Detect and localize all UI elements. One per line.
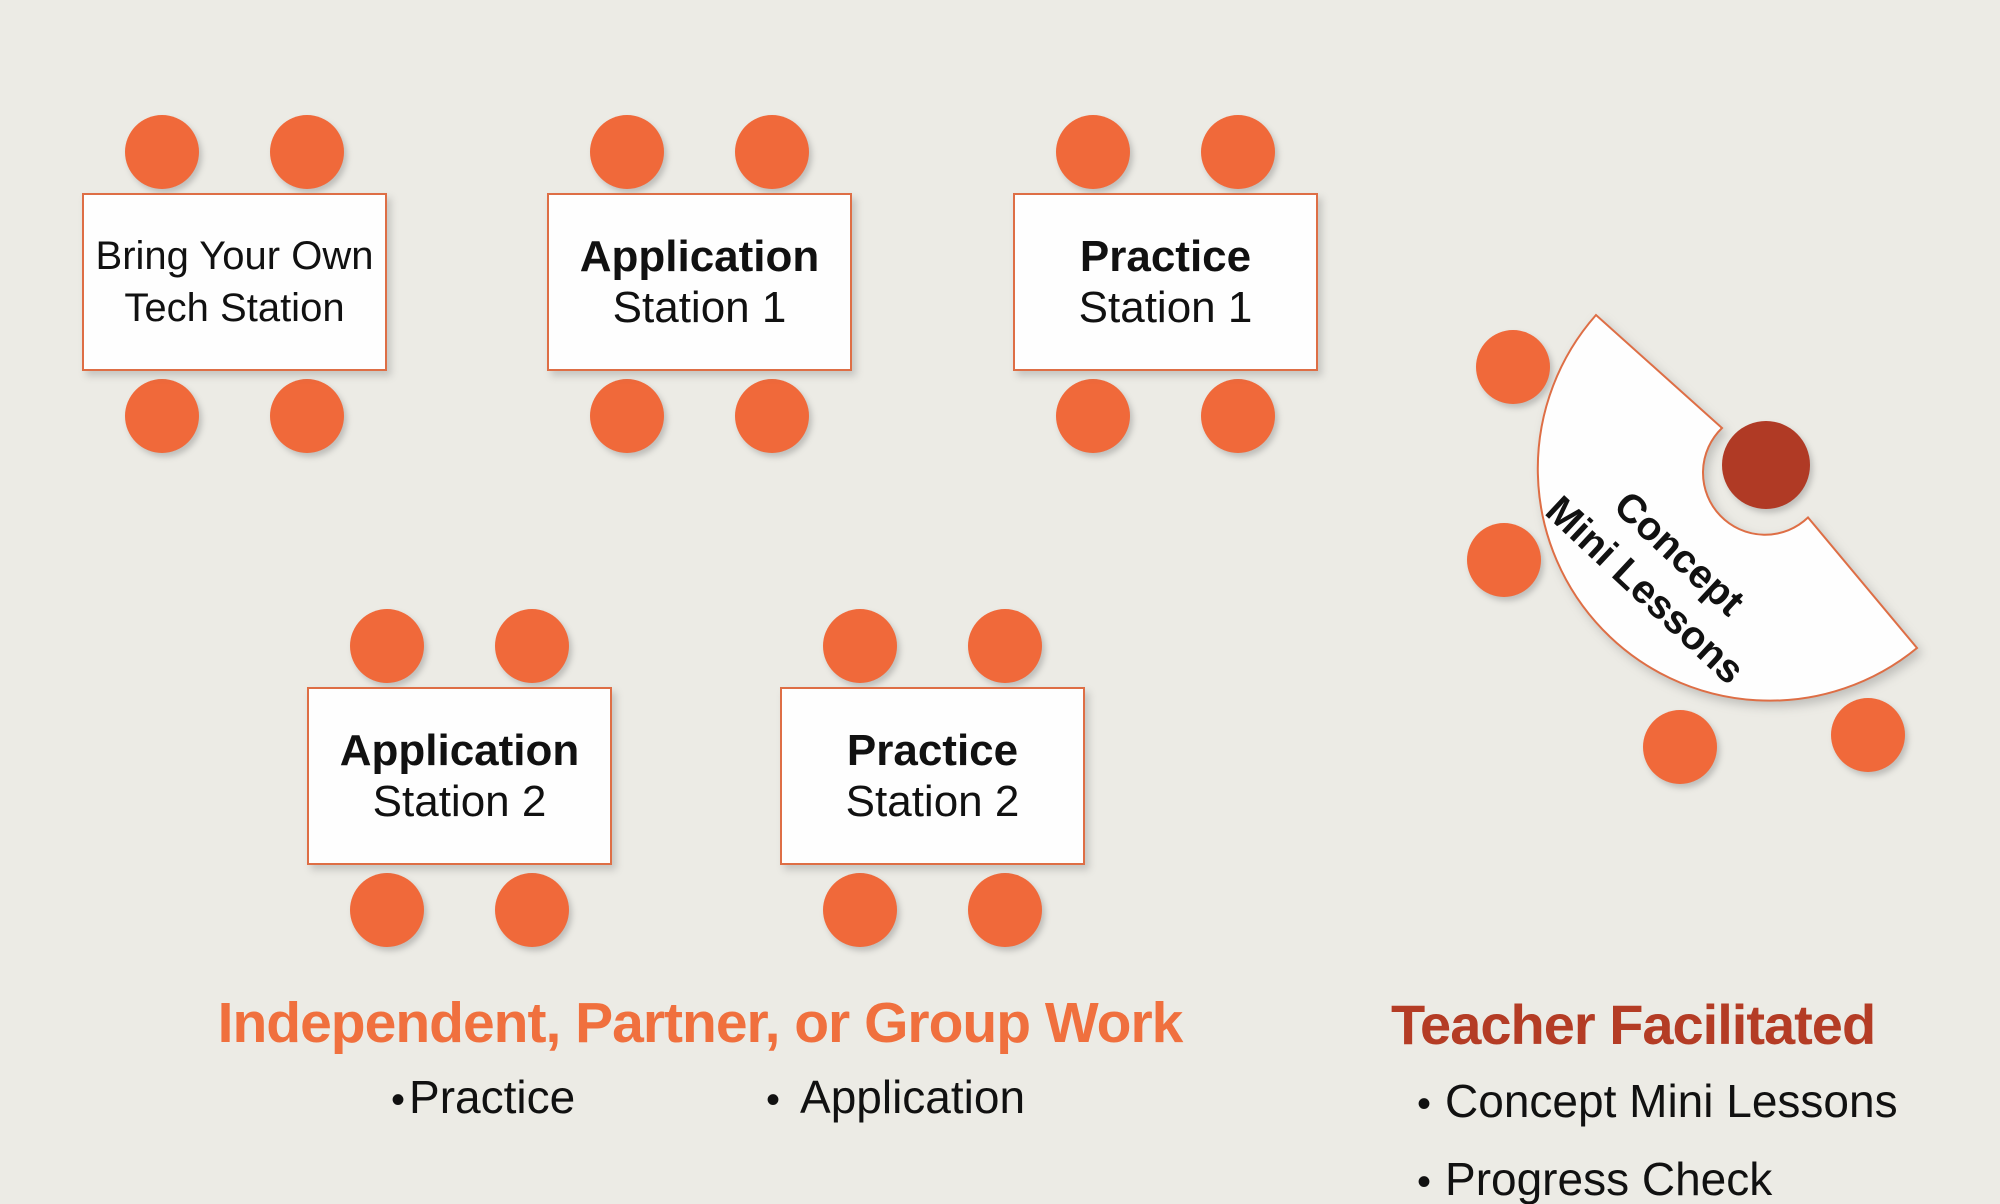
station-table-practice-2: Practice Station 2 bbox=[780, 687, 1085, 865]
student-chair bbox=[968, 609, 1042, 683]
station-table-application-1: Application Station 1 bbox=[547, 193, 852, 371]
station-label-line1: Application bbox=[579, 231, 820, 281]
legend-right-bullet-concept-mini-lessons: • Concept Mini Lessons bbox=[1417, 1074, 1898, 1128]
student-chair bbox=[735, 115, 809, 189]
legend-right-bullet-text: Progress Check bbox=[1445, 1153, 1773, 1204]
teacher-chair bbox=[1722, 421, 1810, 509]
legend-left-bullet-practice: • Practice bbox=[391, 1070, 575, 1124]
student-chair bbox=[590, 379, 664, 453]
station-application-1: Application Station 1 bbox=[547, 115, 852, 453]
station-label-line1: Practice bbox=[846, 725, 1019, 775]
student-chair bbox=[495, 609, 569, 683]
student-chair bbox=[823, 609, 897, 683]
station-table-practice-1: Practice Station 1 bbox=[1013, 193, 1318, 371]
student-chair bbox=[350, 609, 424, 683]
station-application-2: Application Station 2 bbox=[307, 609, 612, 947]
student-chair bbox=[823, 873, 897, 947]
station-label-line1: Practice bbox=[1079, 231, 1252, 281]
station-label-line2: Station 1 bbox=[612, 283, 787, 332]
station-table-byot: Bring Your Own Tech Station bbox=[82, 193, 387, 371]
station-label-line2: Station 2 bbox=[845, 777, 1020, 826]
station-table-application-2: Application Station 2 bbox=[307, 687, 612, 865]
station-byot: Bring Your Own Tech Station bbox=[82, 115, 387, 453]
bullet-icon: • bbox=[766, 1078, 781, 1122]
student-chair bbox=[968, 873, 1042, 947]
station-label-line2: Tech Station bbox=[124, 286, 345, 330]
student-chair bbox=[350, 873, 424, 947]
station-label-line1: Application bbox=[339, 725, 580, 775]
station-label-line2: Station 2 bbox=[372, 777, 547, 826]
legend-left-bullet-application: • Application bbox=[766, 1070, 1025, 1124]
legend-right-bullet-text: Concept Mini Lessons bbox=[1445, 1075, 1898, 1127]
student-chair bbox=[1831, 698, 1905, 772]
bullet-icon: • bbox=[1417, 1082, 1432, 1126]
student-chair bbox=[1056, 115, 1130, 189]
student-chair bbox=[1467, 523, 1541, 597]
station-label-line2: Station 1 bbox=[1078, 283, 1253, 332]
student-chair bbox=[1201, 379, 1275, 453]
student-chair bbox=[590, 115, 664, 189]
student-chair bbox=[735, 379, 809, 453]
legend-right-title: Teacher Facilitated bbox=[1391, 993, 1876, 1056]
student-chair bbox=[1643, 710, 1717, 784]
station-practice-1: Practice Station 1 bbox=[1013, 115, 1318, 453]
legend-left-bullet-text: Application bbox=[800, 1071, 1026, 1123]
legend-left-bullet-text: Practice bbox=[409, 1071, 576, 1123]
student-chair bbox=[1476, 330, 1550, 404]
legend-left-title: Independent, Partner, or Group Work bbox=[217, 991, 1184, 1055]
student-chair bbox=[270, 115, 344, 189]
student-chair bbox=[125, 115, 199, 189]
bullet-icon: • bbox=[1417, 1160, 1432, 1204]
student-chair bbox=[125, 379, 199, 453]
legend-right-bullet-progress-check: • Progress Check bbox=[1417, 1152, 1772, 1204]
student-chair bbox=[1056, 379, 1130, 453]
station-practice-2: Practice Station 2 bbox=[780, 609, 1085, 947]
student-chair bbox=[270, 379, 344, 453]
station-label-line1: Bring Your Own bbox=[95, 234, 374, 278]
student-chair bbox=[495, 873, 569, 947]
student-chair bbox=[1201, 115, 1275, 189]
bullet-icon: • bbox=[391, 1078, 406, 1122]
